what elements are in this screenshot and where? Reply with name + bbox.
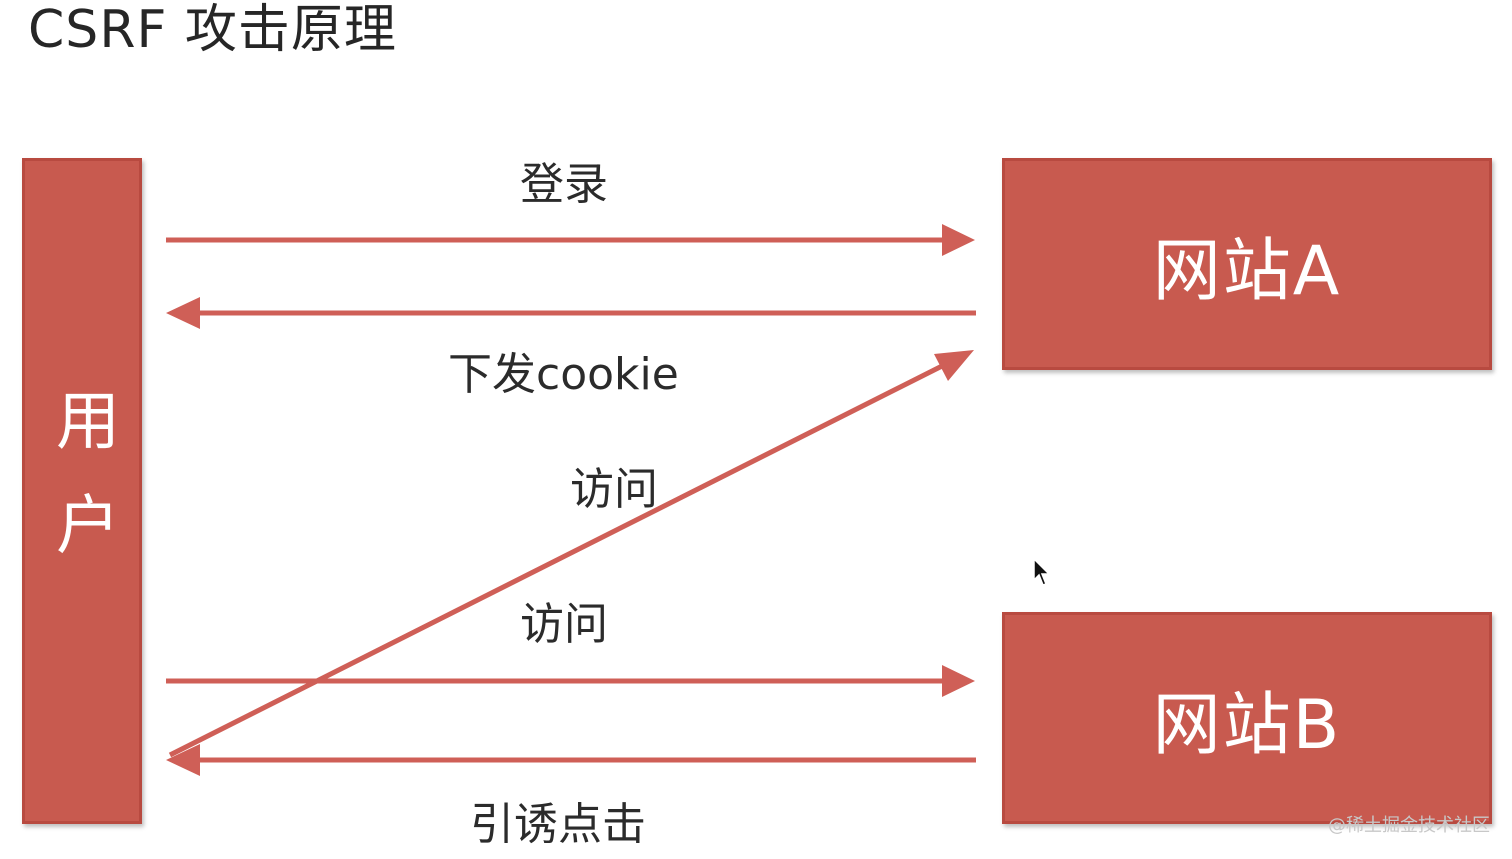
watermark: @稀土掘金技术社区 [1328, 815, 1490, 836]
visit-site-a-arrow [168, 350, 974, 758]
lure-click-arrow [166, 744, 976, 776]
visit-site-b-arrow [166, 665, 975, 697]
issue-cookie-arrow [166, 297, 976, 329]
site-a-node: 网站A [1002, 158, 1492, 370]
login-arrow [166, 224, 975, 256]
visit-site-b-label: 访问 [520, 599, 608, 650]
issue-cookie-label: 下发cookie [448, 349, 679, 400]
diagram-title: CSRF 攻击原理 [28, 0, 397, 60]
visit-site-a-label: 访问 [570, 464, 658, 515]
mouse-cursor-icon [1033, 558, 1051, 586]
user-node: 用户 [22, 158, 142, 824]
site-b-label: 网站B [1152, 685, 1342, 765]
lure-click-label: 引诱点击 [470, 799, 646, 850]
user-node-label: 用户 [45, 387, 119, 595]
site-b-node: 网站B [1002, 612, 1492, 824]
login-label: 登录 [520, 159, 608, 210]
site-a-label: 网站A [1152, 231, 1342, 311]
